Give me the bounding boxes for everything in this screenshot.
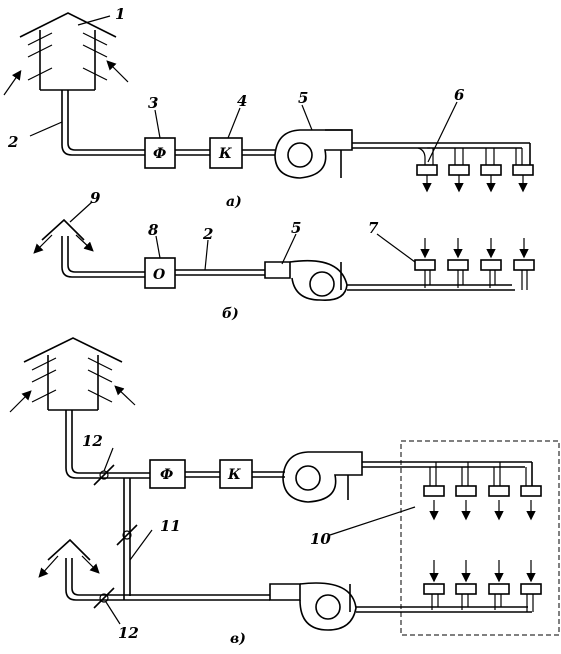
label-10: 10	[310, 530, 331, 548]
caption-a: а)	[226, 194, 242, 210]
label-6: 6	[454, 86, 465, 104]
label-9: 9	[90, 189, 101, 207]
scheme-a: Ф К	[3, 5, 534, 210]
scheme-b: О 9 8 2 5 7 б)	[33, 189, 535, 322]
filter-label-a: Ф	[153, 146, 166, 162]
outlets-v-top	[423, 462, 542, 521]
label-2-a: 2	[7, 133, 18, 151]
room-boundary	[400, 440, 560, 636]
label-3: 3	[148, 94, 158, 112]
heater-box-v	[219, 459, 253, 489]
label-12-top: 12	[82, 432, 103, 450]
label-12-bottom: 12	[118, 624, 139, 642]
heater-label-a: К	[218, 146, 232, 162]
air-intake-tower-a	[3, 12, 129, 96]
caption-v: в)	[230, 631, 246, 647]
filter-label-v: Ф	[160, 467, 173, 483]
label-4: 4	[237, 92, 247, 110]
label-5-b: 5	[291, 219, 301, 237]
label-11: 11	[160, 517, 181, 535]
exhaust-hood-v	[38, 538, 270, 601]
caption-b: б)	[222, 306, 239, 322]
heater-box-a	[209, 137, 243, 169]
cleaner-label-b: О	[153, 267, 166, 283]
fan-a	[274, 129, 353, 179]
fan-b	[264, 259, 348, 302]
outlets-v-bottom	[423, 560, 542, 612]
outlets-b	[414, 238, 535, 290]
label-5-a: 5	[298, 89, 308, 107]
outlets-a	[416, 147, 534, 193]
label-2-b: 2	[202, 225, 213, 243]
label-1: 1	[115, 5, 125, 23]
exhaust-hood-b	[33, 218, 145, 278]
scheme-v: Ф К	[9, 337, 560, 647]
fan-v-top	[282, 451, 363, 503]
heater-label-v: К	[227, 467, 241, 483]
filter-box-v	[149, 459, 186, 489]
fan-v-bottom	[269, 582, 357, 631]
label-8: 8	[148, 221, 159, 239]
label-7: 7	[368, 219, 379, 237]
air-intake-tower-v	[9, 337, 136, 413]
